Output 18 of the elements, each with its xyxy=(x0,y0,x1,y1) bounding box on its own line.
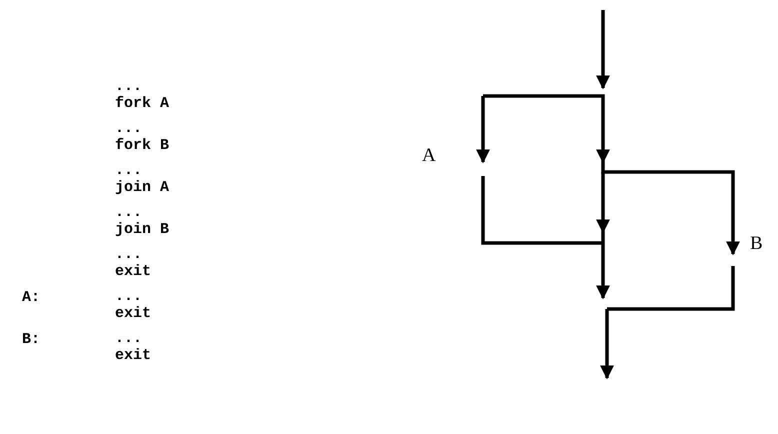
code-line: fork B xyxy=(115,138,170,154)
code-line: exit xyxy=(115,348,152,364)
code-label: B: xyxy=(22,332,40,348)
code-line: ... xyxy=(115,289,142,305)
code-line: join B xyxy=(115,222,170,238)
branch-label: B xyxy=(750,234,763,254)
code-line: ... xyxy=(115,121,142,137)
branch-label: A xyxy=(422,146,436,166)
code-line: ... xyxy=(115,247,142,263)
code-label: A: xyxy=(22,290,40,306)
code-line: fork A xyxy=(115,96,170,112)
code-line: join A xyxy=(115,180,170,196)
code-line: ... xyxy=(115,79,142,95)
code-line: exit xyxy=(115,264,152,280)
code-line: exit xyxy=(115,306,152,322)
code-line: ... xyxy=(115,205,142,221)
code-line: ... xyxy=(115,331,142,347)
code-line: ... xyxy=(115,163,142,179)
